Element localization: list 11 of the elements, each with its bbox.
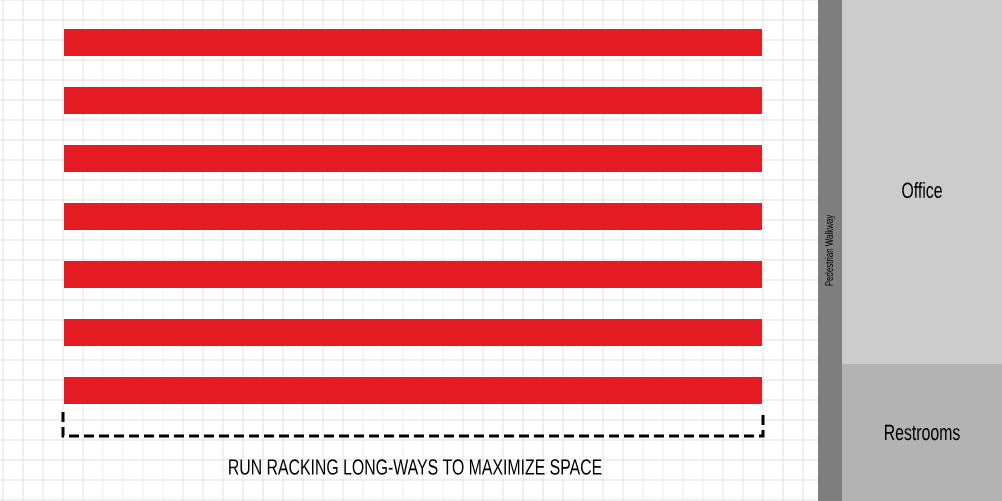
walkway-band: Pedestrian Walkway xyxy=(818,0,842,501)
rack-bar xyxy=(64,203,762,230)
rack-bar xyxy=(64,377,762,404)
restrooms-area: Restrooms xyxy=(842,364,1002,501)
rack-bar xyxy=(64,87,762,114)
rack-bar xyxy=(64,261,762,288)
office-area: Office xyxy=(842,0,1002,364)
rack-bar xyxy=(64,319,762,346)
rack-bar xyxy=(64,145,762,172)
dimension-label: RUN RACKING LONG-WAYS TO MAXIMIZE SPACE xyxy=(229,459,602,475)
rack-bar xyxy=(64,29,762,56)
